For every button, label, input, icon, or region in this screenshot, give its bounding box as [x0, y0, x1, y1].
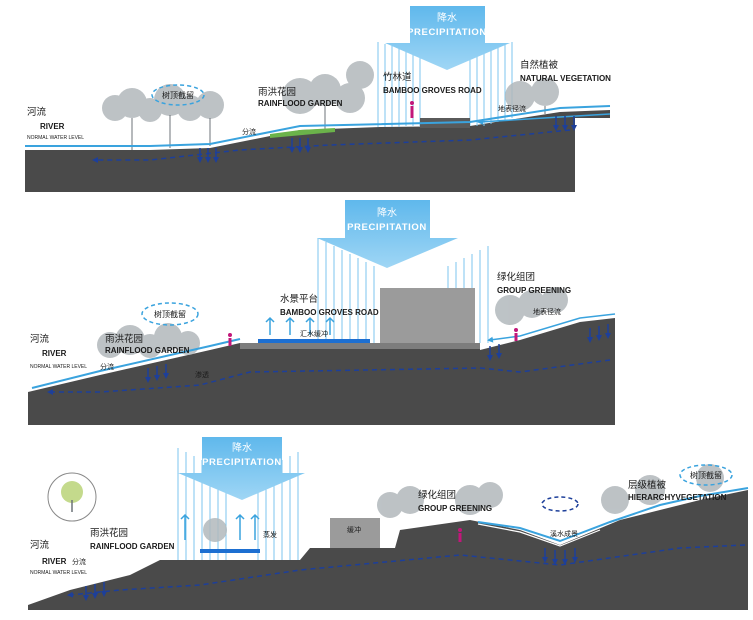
- canopy-retention-1: 树顶截留: [162, 90, 194, 100]
- infiltration-arrows-1: [197, 116, 577, 163]
- person-figure-2: [228, 328, 518, 346]
- plaza-slab-2: [240, 343, 480, 349]
- trees-1: [102, 61, 559, 122]
- infiltration-arrows-2: [145, 324, 611, 383]
- river-en-3: RIVER: [42, 557, 67, 566]
- group-green-en-2: GROUP GREENING: [497, 286, 571, 295]
- buffer-collect-2: 汇水缓冲: [300, 329, 328, 338]
- group-green-en-3: GROUP GREENING: [418, 504, 492, 513]
- trees-2: [97, 287, 568, 358]
- rainflood-en-1: RAINFLOOD GARDEN: [258, 99, 343, 108]
- evaporation-3: 蒸发: [263, 530, 277, 539]
- canopy-retention-3: 树顶截留: [690, 470, 722, 480]
- diversion-3: 分流: [72, 557, 86, 566]
- river-cn-3: 河流: [30, 539, 50, 551]
- infiltration-arrows-3: [83, 548, 578, 601]
- surface-water-line-3: [477, 487, 749, 543]
- panel-3: 降水 PRECIPITATION: [28, 437, 749, 610]
- canopy-retention-oval-2: [141, 302, 199, 326]
- rainflood-cn-1: 雨洪花园: [258, 86, 296, 98]
- ground-section-3: [28, 490, 748, 610]
- canopy-retention-oval-3: [679, 464, 733, 486]
- rainflood-en-3: RAINFLOOD GARDEN: [90, 542, 175, 551]
- buffer-pool-2: [258, 339, 370, 343]
- river-cn-2: 河流: [30, 333, 50, 345]
- normal-water-level-3: NORMAL WATER LEVEL: [30, 570, 87, 576]
- hierarchy-cn-3: 层级植被: [628, 479, 667, 491]
- precipitation-arrow-1: [385, 6, 510, 70]
- runoff-line-1: [477, 113, 611, 125]
- stream-scene-3: 溪水成景: [550, 529, 578, 538]
- rain-garden-lawn-1: [270, 128, 335, 138]
- subsurface-flow-1: [92, 129, 571, 163]
- rainflood-cn-2: 雨洪花园: [105, 333, 143, 345]
- canopy-retention-oval-1: [151, 84, 205, 106]
- precipitation-en-2: PRECIPITATION: [347, 222, 427, 233]
- precipitation-cn-2: 降水: [377, 206, 397, 219]
- subsurface-flow-2: [47, 359, 611, 395]
- bamboo-cn-1: 竹林道: [383, 71, 412, 83]
- runoff-line-2: [487, 313, 616, 343]
- surface-runoff-1: 地表径流: [498, 104, 526, 113]
- evaporation-arrows-3: [180, 513, 260, 540]
- tree-icon-canopy-3: [61, 481, 83, 503]
- waterscape-en-2: BAMBOO GROVES ROAD: [280, 308, 379, 317]
- person-figure-3: [458, 528, 462, 542]
- building-block-2: [380, 288, 475, 343]
- normal-water-level-2: NORMAL WATER LEVEL: [30, 364, 87, 370]
- buffer-3: 缓冲: [347, 525, 361, 534]
- precipitation-en-3: PRECIPITATION: [202, 457, 282, 468]
- panel-2: 降水 PRECIPITATION: [28, 200, 616, 425]
- rainflood-en-2: RAINFLOOD GARDEN: [105, 346, 190, 355]
- person-figure-1: [410, 101, 414, 118]
- bamboo-en-1: BAMBOO GROVES ROAD: [383, 86, 482, 95]
- natural-veg-en-1: NATURAL VEGETATION: [520, 74, 611, 83]
- surface-water-line-1: [25, 105, 611, 147]
- ground-section-1: [25, 110, 610, 192]
- precipitation-en-1: PRECIPITATION: [407, 27, 487, 38]
- precipitation-cn-1: 降水: [437, 11, 457, 24]
- panel-1: 降水 PRECIPITATION: [25, 6, 611, 192]
- stream-cycle-oval-3: [541, 496, 579, 512]
- precipitation-arrow-2: [317, 200, 458, 268]
- precipitation-arrow-3: [178, 437, 305, 500]
- trees-3: [203, 464, 724, 542]
- normal-water-level-1: NORMAL WATER LEVEL: [27, 135, 84, 141]
- natural-veg-cn-1: 自然植被: [520, 59, 559, 71]
- seepage-2: 渗透: [195, 370, 209, 379]
- diversion-2: 分流: [100, 362, 114, 371]
- group-green-cn-2: 绿化组团: [497, 271, 535, 283]
- river-en-1: RIVER: [40, 122, 65, 131]
- stream-water-3: [477, 523, 601, 547]
- hierarchy-en-3: HIERARCHYVEGETATION: [628, 493, 727, 502]
- subsurface-flow-3: [67, 544, 746, 598]
- surface-water-line-2: [31, 338, 241, 389]
- surface-runoff-2: 地表径流: [533, 307, 561, 316]
- diversion-1: 分流: [242, 127, 256, 136]
- river-en-2: RIVER: [42, 349, 67, 358]
- group-green-cn-3: 绿化组团: [418, 489, 456, 501]
- bamboo-rain-lines-2: [317, 238, 489, 343]
- evaporation-arrows-2: [265, 316, 335, 335]
- waterscape-cn-2: 水景平台: [280, 293, 318, 305]
- river-cn-1: 河流: [27, 106, 47, 118]
- precipitation-cn-3: 降水: [232, 441, 252, 454]
- pond-3: [200, 549, 260, 553]
- rainflood-cn-3: 雨洪花园: [90, 527, 128, 539]
- canopy-retention-2: 树顶截留: [154, 309, 186, 319]
- buffer-tank-3: [330, 518, 380, 548]
